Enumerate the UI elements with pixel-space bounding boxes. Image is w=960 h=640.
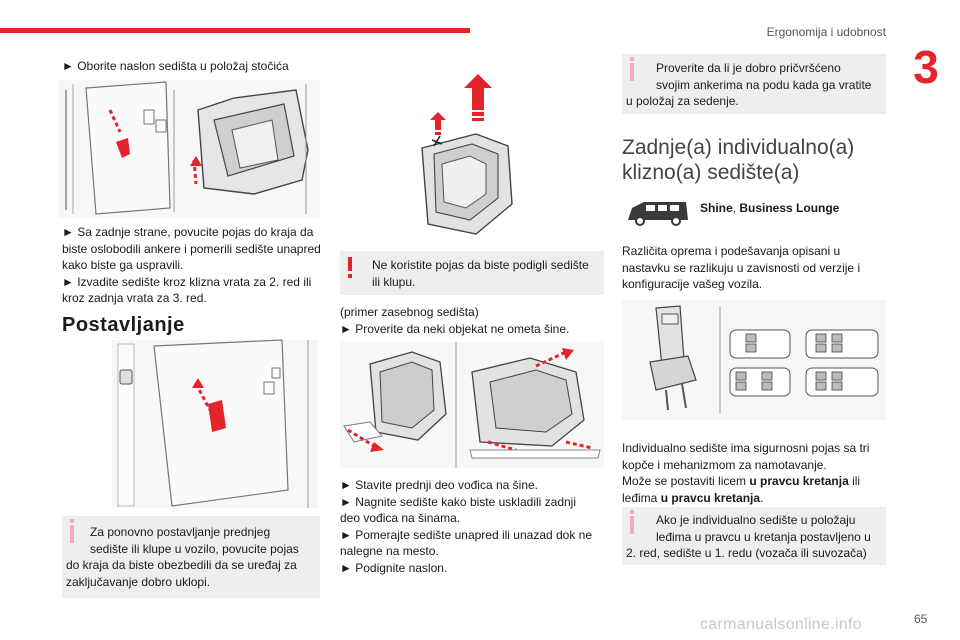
info-line: u položaj za sedenje. bbox=[626, 94, 739, 108]
info-box-anchors: Proverite da li je dobro pričvršćeno svo… bbox=[622, 54, 886, 114]
text-run-bold: u pravcu kretanja bbox=[749, 474, 849, 488]
info-line: sedište ili klupe u vozilo, povucite poj… bbox=[90, 541, 299, 556]
warning-icon bbox=[348, 257, 352, 278]
info-line: svojim ankerima na podu kada ga vratite bbox=[656, 77, 872, 92]
info-line: 2. red, sedište u 1. redu (vozača ili su… bbox=[626, 546, 867, 560]
text-run: . bbox=[760, 490, 764, 505]
step-raise-backrest: ► Podignite naslon. bbox=[340, 560, 448, 575]
step-tilt-seat-line2: deo vođica na šinama. bbox=[340, 511, 461, 525]
text-run-bold: u pravcu kretanja bbox=[660, 490, 761, 505]
seat-line: kopče i mehanizmom za namotavanje. bbox=[622, 457, 827, 472]
version-business-lounge: Business Lounge bbox=[739, 201, 840, 215]
illustration-individual-seat-layouts bbox=[622, 300, 886, 420]
seat-belt-description: Individualno sedište ima sigurnosni poja… bbox=[622, 440, 869, 506]
illustration-seat-lift-arrows bbox=[412, 74, 524, 242]
step-pull-strap-line3: kako biste ga uspravili. bbox=[62, 258, 184, 272]
description: Različita oprema i podešavanja opisani u… bbox=[622, 243, 860, 293]
heading-sliding-seats: Zadnje(a) individualno(a) klizno(a) sedi… bbox=[622, 135, 854, 185]
section-title: Ergonomija i udobnost bbox=[766, 25, 886, 39]
header-accent-bar bbox=[0, 28, 470, 33]
step-pull-strap: ► Sa zadnje strane, povucite pojas do kr… bbox=[62, 224, 321, 307]
text-run: leđima bbox=[622, 490, 661, 505]
info-box-reinstall-text: Za ponovno postavljanje prednjeg sedište… bbox=[66, 524, 299, 590]
description-line: nastavku se razlikuju u zavisnosti od ve… bbox=[622, 260, 861, 275]
watermark: carmanualsonline.info bbox=[700, 616, 862, 633]
heading-line: Zadnje(a) individualno(a) bbox=[622, 136, 855, 159]
example-and-rails-step: (primer zasebnog sedišta) ► Proverite da… bbox=[340, 304, 569, 337]
heading-postavljanje: Postavljanje bbox=[62, 314, 185, 336]
info-line: do kraja da biste obezbedili da se uređa… bbox=[66, 558, 297, 572]
seat-line-orientation-2: leđima u pravcu kretanja. bbox=[622, 490, 869, 507]
step-pull-strap-line2: biste oslobodili ankere i pomerili sediš… bbox=[62, 241, 321, 256]
illustration-seat-install-anchor bbox=[112, 339, 318, 508]
versions-label: Shine, Business Lounge bbox=[700, 200, 839, 217]
description-line: Različita oprema i podešavanja opisani u bbox=[622, 244, 841, 258]
version-separator: , bbox=[732, 201, 740, 215]
info-box-rear-facing: Ako je individualno sedište u položaju l… bbox=[622, 507, 886, 565]
info-box-rear-facing-text: Ako je individualno sedište u položaju l… bbox=[626, 512, 871, 562]
chapter-number: 3 bbox=[913, 41, 939, 93]
info-line: Za ponovno postavljanje prednjeg bbox=[90, 525, 271, 539]
step-slide-seat-line2: nalegne na mesto. bbox=[340, 544, 439, 558]
seat-line-orientation-1: Može se postaviti licem u pravcu kretanj… bbox=[622, 473, 869, 490]
step-check-rails: ► Proverite da neki objekat ne ometa šin… bbox=[340, 321, 570, 336]
warning-box-lift: Ne koristite pojas da biste podigli sedi… bbox=[340, 251, 604, 295]
illustration-seat-removal bbox=[58, 80, 320, 218]
page-number: 65 bbox=[914, 612, 928, 626]
install-steps: ► Stavite prednji deo vođica na šine. ► … bbox=[340, 477, 592, 576]
info-line: zaključavanje dobro uklopi. bbox=[66, 574, 211, 589]
description-line: konfiguracije vašeg vozila. bbox=[622, 277, 763, 291]
info-icon bbox=[630, 510, 634, 534]
step-guides-on-rails: ► Stavite prednji deo vođica na šine. bbox=[340, 478, 538, 492]
info-icon bbox=[630, 57, 634, 81]
warning-line: Ne koristite pojas da biste podigli sedi… bbox=[372, 258, 589, 272]
van-icon bbox=[628, 202, 688, 226]
warning-box-text: Ne koristite pojas da biste podigli sedi… bbox=[372, 257, 589, 290]
version-shine: Shine bbox=[700, 201, 733, 215]
info-icon bbox=[70, 519, 74, 543]
step-pull-strap-line1: ► Sa zadnje strane, povucite pojas do kr… bbox=[62, 225, 314, 239]
info-line: Ako je individualno sedište u položaju bbox=[656, 513, 856, 527]
step-remove-seat-line1: ► Izvadite sedište kroz klizna vrata za … bbox=[62, 274, 312, 289]
info-line: leđima u pravcu u kretanja postavljeno u bbox=[656, 529, 871, 544]
info-box-anchors-text: Proverite da li je dobro pričvršćeno svo… bbox=[626, 60, 872, 110]
warning-line: ili klupu. bbox=[372, 274, 416, 289]
info-box-reinstall: Za ponovno postavljanje prednjeg sedište… bbox=[62, 516, 320, 598]
step-remove-seat-line2: kroz zadnja vrata za 3. red. bbox=[62, 291, 207, 305]
step-fold-backrest: ► Oborite naslon sedišta u položaj stoči… bbox=[62, 59, 289, 73]
info-line: Proverite da li je dobro pričvršćeno bbox=[656, 61, 841, 75]
step-slide-seat-line1: ► Pomerajte sedište unapred ili unazad d… bbox=[340, 527, 593, 542]
heading-line: klizno(a) sedište(a) bbox=[622, 161, 800, 184]
example-caption: (primer zasebnog sedišta) bbox=[340, 305, 479, 319]
illustration-seat-on-rails bbox=[340, 342, 604, 468]
step-tilt-seat-line1: ► Nagnite sedište kako biste uskladili z… bbox=[340, 494, 576, 509]
seat-line: Individualno sedište ima sigurnosni poja… bbox=[622, 441, 870, 455]
text-run: ili bbox=[848, 474, 861, 488]
text-run: Može se postaviti licem bbox=[622, 474, 750, 488]
